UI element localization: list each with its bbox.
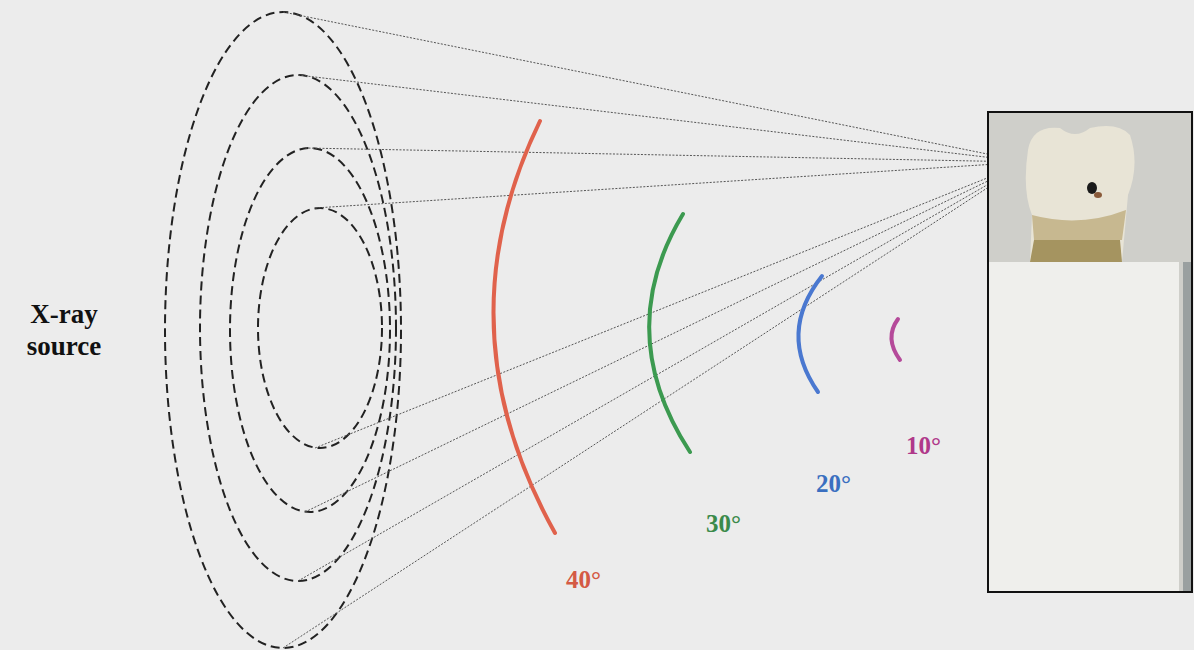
angle-label: 20°	[816, 470, 851, 498]
angle-label: 10°	[906, 432, 941, 460]
angle-label: 30°	[706, 510, 741, 538]
angle-arcs	[493, 121, 900, 533]
source-label: X-ray source	[8, 298, 120, 363]
beam-lines	[283, 12, 1027, 648]
tooth-photo	[988, 112, 1192, 592]
source-ellipses	[165, 12, 401, 648]
angle-label: 40°	[566, 566, 601, 594]
